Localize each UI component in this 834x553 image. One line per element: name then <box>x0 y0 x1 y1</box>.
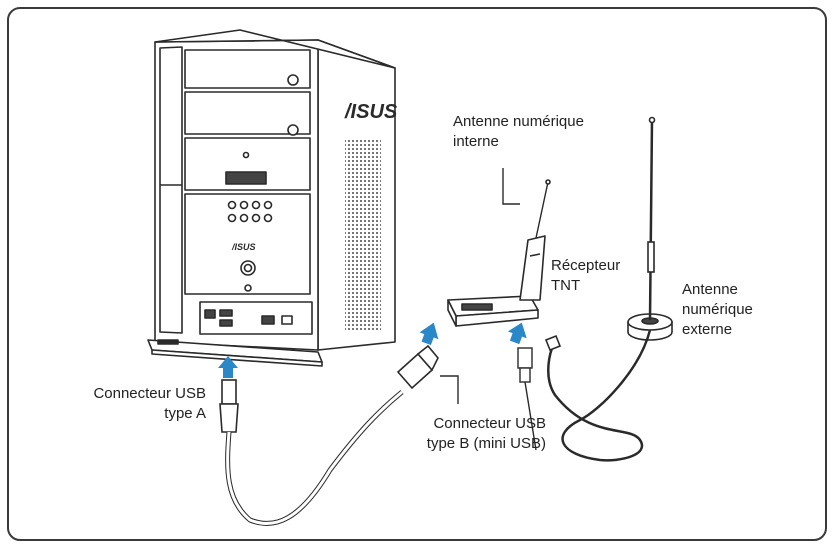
label-external-antenna: Antenne numérique externe <box>682 280 753 340</box>
label-usb-b-line-2: type B (mini USB) <box>426 435 546 452</box>
label-internal-antenna-line-2: interne <box>453 133 499 150</box>
blue-arrows <box>218 322 527 378</box>
front-logo: /ISUS <box>231 242 256 252</box>
mini-plug <box>517 347 537 451</box>
case-logo: /ISUS <box>344 101 398 123</box>
external-antenna <box>544 116 673 462</box>
usb-cable <box>219 344 439 526</box>
label-usb-b-line-1: Connecteur USB <box>433 415 546 432</box>
callout-lines <box>440 168 520 404</box>
callout-usb-b <box>440 375 459 404</box>
tower-left-strip <box>159 46 183 334</box>
eject-button-1 <box>287 74 299 86</box>
label-external-antenna-line-2: numérique <box>682 301 753 318</box>
label-internal-antenna-line-1: Antenne numérique <box>453 113 584 130</box>
callout-internal-antenna <box>502 168 520 205</box>
pc-tower <box>147 29 396 367</box>
front-led <box>242 151 250 159</box>
arrow-antenna-port <box>507 322 527 345</box>
label-tnt-receiver-line-2: TNT <box>551 277 581 294</box>
antenna-connector <box>544 334 562 352</box>
label-usb-b: Connecteur USB type B (mini USB) <box>380 414 546 454</box>
label-usb-a-line-2: type A <box>164 405 206 422</box>
label-usb-a: Connecteur USB type A <box>40 384 206 424</box>
eject-button-2 <box>287 124 299 136</box>
internal-antenna-block <box>519 235 546 301</box>
tnt-receiver <box>447 179 551 327</box>
arrow-usb-b <box>419 322 439 346</box>
label-tnt-receiver-line-1: Récepteur <box>551 257 621 274</box>
usb-b-plug <box>416 344 439 372</box>
label-external-antenna-line-1: Antenne <box>682 281 738 298</box>
usb-a-plug <box>221 379 237 405</box>
front-display <box>225 171 267 185</box>
internal-antenna-rod <box>535 181 549 239</box>
frame-border <box>7 7 827 541</box>
front-io-panel <box>184 193 311 295</box>
label-tnt-receiver: Récepteur TNT <box>551 256 620 296</box>
side-grille <box>345 140 381 330</box>
antenna-rod <box>648 119 654 321</box>
tower-top <box>154 29 396 69</box>
label-usb-a-line-1: Connecteur USB <box>93 385 206 402</box>
port-panel <box>199 301 313 335</box>
arrow-usb-a <box>218 356 238 378</box>
label-internal-antenna: Antenne numérique interne <box>453 112 584 152</box>
usb-a-body <box>219 403 239 433</box>
label-external-antenna-line-3: externe <box>682 321 733 338</box>
